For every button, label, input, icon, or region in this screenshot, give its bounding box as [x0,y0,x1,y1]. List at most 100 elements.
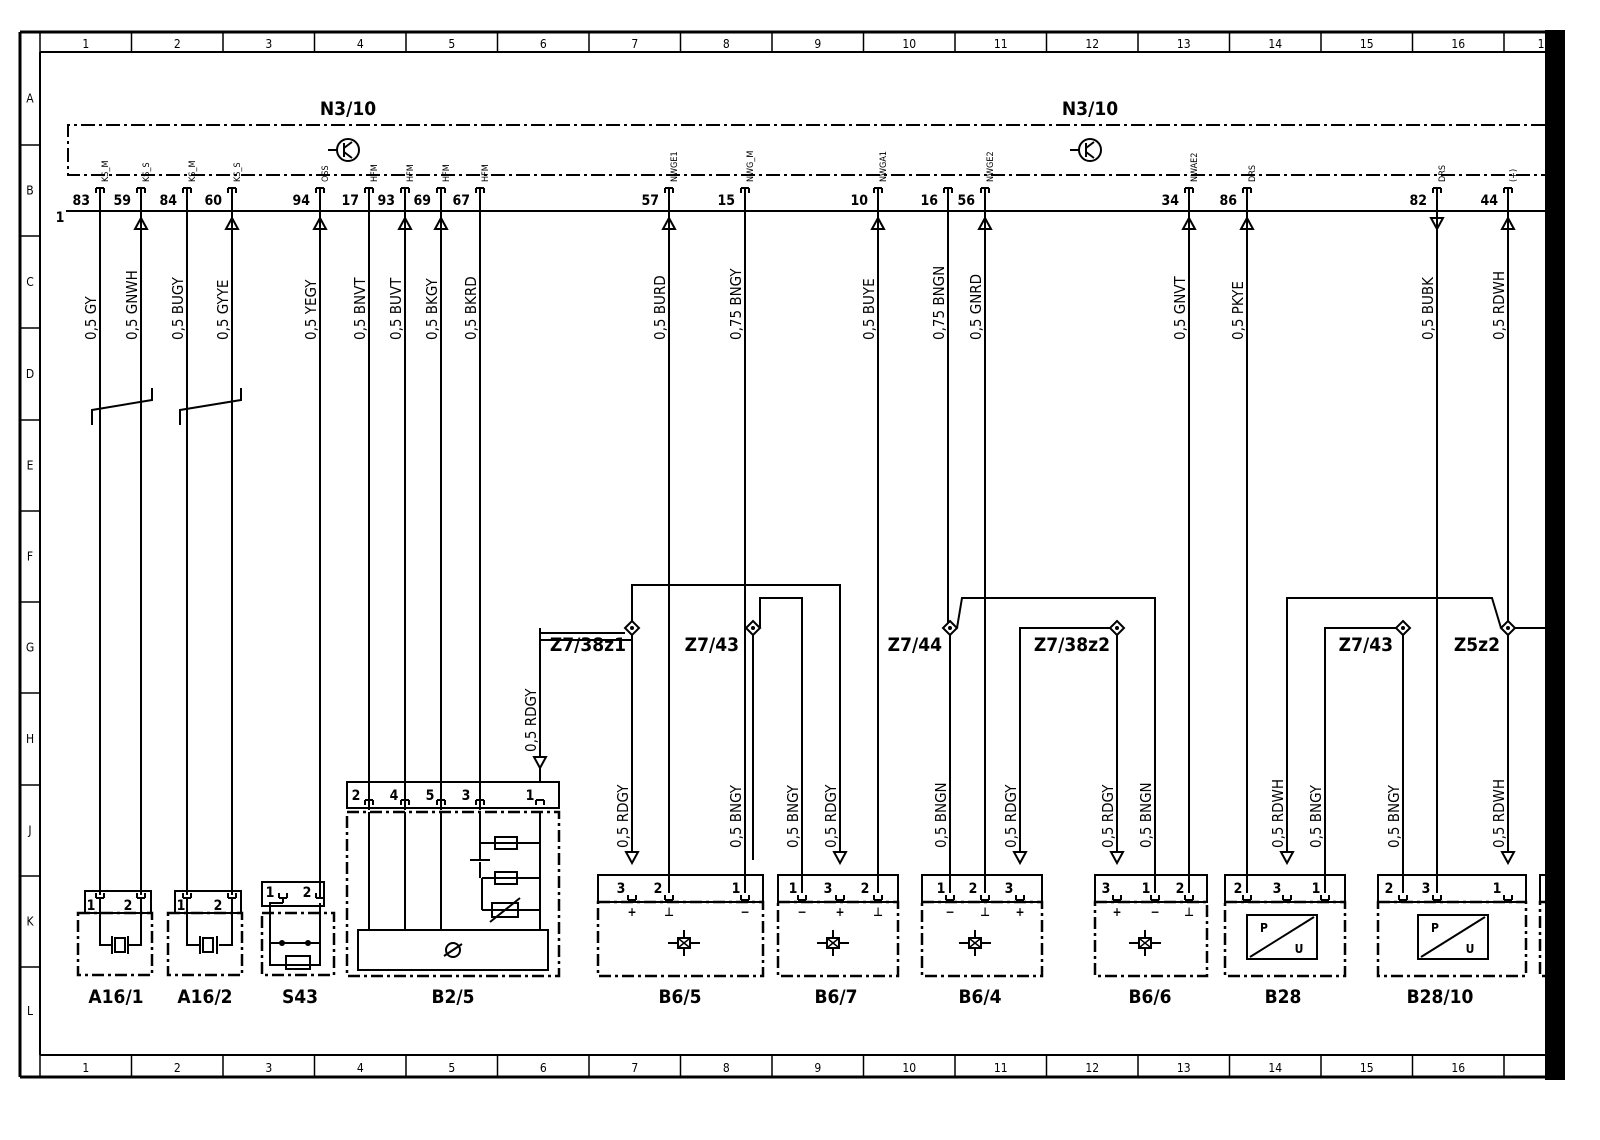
splice-label: Z7/43 [685,634,739,656]
pu-symbol-p: P [1260,921,1268,935]
ecu-pin-signal: OSS [321,165,331,182]
ecu-pin-number: 67 [452,193,470,209]
ecu-pin-number: 59 [113,193,131,209]
ecu-pin-signal: NWGE1 [670,151,680,182]
column-number-top: 3 [265,37,272,51]
wire-label: 0,5 RDGY [614,784,632,848]
polarity-mark: ⊥ [664,905,674,919]
wire-label: 0,5 RDGY [1002,784,1020,848]
ecu-pin-signal: KS_M [188,161,198,183]
polarity-mark: − [945,905,954,919]
polarity-mark: + [627,905,636,919]
polarity-mark: − [1150,905,1159,919]
column-number-top: 1 [82,37,89,51]
component-pin-number: 3 [617,881,626,897]
pu-symbol-u: U [1466,942,1475,956]
pu-symbol-p: P [1431,921,1439,935]
column-number-top: 14 [1268,37,1282,51]
ecu-pin-number: 83 [72,193,90,209]
column-number-bottom: 1 [82,1061,89,1075]
polarity-mark: ⊥ [980,905,990,919]
ecu-pin-signal: KS_S [142,162,152,182]
ecu-label-left: N3/10 [320,98,376,120]
polarity-mark: ⊥ [873,905,883,919]
component-pin-number: 1 [1312,881,1321,897]
ecu-pin-signal: NWAE2 [1190,153,1200,182]
pu-symbol-u: U [1295,942,1304,956]
component-label: B6/7 [814,986,857,1008]
component-pin-number: 3 [1102,881,1111,897]
column-number-top: 16 [1451,37,1465,51]
wire-label: 0,5 GNVT [1171,275,1189,340]
component-B28-10 [1376,874,1528,978]
row-letter: H [26,732,34,746]
wire-label: 0,5 RDWH [1490,271,1508,340]
wire-label: 0,5 BNGN [932,782,950,848]
component-B28 [1223,874,1347,978]
ecu-pin-signal: NWG_M [746,151,756,182]
component-B6-7 [776,874,900,978]
column-number-top: 7 [631,37,638,51]
row-letter: J [27,824,31,838]
component-pin-number: 1 [87,898,96,914]
polarity-mark: ⊥ [1184,905,1194,919]
component-pin-number: 2 [969,881,978,897]
ecu-pin-signal: KS_M [101,161,111,183]
ecu-pin-signal: HFM [442,164,452,182]
column-number-bottom: 16 [1451,1061,1465,1075]
ecu-pin-signal: HFM [406,164,416,182]
component-pin-number: 1 [526,788,535,804]
splice-label: Z7/43 [1339,634,1393,656]
column-number-bottom: 14 [1268,1061,1282,1075]
component-pin-number: 2 [124,898,133,914]
splice-label: Z7/38z1 [550,634,626,656]
component-pin-number: 1 [177,898,186,914]
component-A16-2 [166,890,244,977]
wire-label: 0,5 GYYE [214,280,232,340]
ecu-pin-number: 84 [159,193,177,209]
column-number-bottom: 9 [814,1061,821,1075]
component-pin-number: 4 [390,788,399,804]
row-letter: F [27,550,33,564]
ecu-pin-signal: DRS [1438,165,1448,182]
wire-label: 0,5 BUYE [860,278,878,340]
ecu-pin-number: 17 [341,193,359,209]
component-pin-number: 2 [214,898,223,914]
component-label: B6/5 [658,986,701,1008]
ecu-pin-signal: NWGA1 [879,151,889,182]
ecu-pin-signal: (+) [1509,169,1519,182]
wire-label: 0,5 BNVT [351,277,369,340]
wire-label: 0,5 BUBK [1419,276,1437,340]
component-label: A16/2 [177,986,232,1008]
component-pin-number: 3 [1422,881,1431,897]
column-number-bottom: 13 [1177,1061,1191,1075]
component-pin-number: 3 [1273,881,1282,897]
ecu-pin-signal: DRS [1248,165,1258,182]
component-A16-1 [76,890,154,977]
column-number-bottom: 12 [1085,1061,1099,1075]
wire-label: 0,5 PKYE [1229,281,1247,340]
wire-label: 0,5 RDWH [1269,779,1287,848]
row-letter: L [27,1004,33,1018]
splice-label: Z7/44 [888,634,942,656]
wire-label: 0,5 GY [82,296,100,340]
component-pin-number: 1 [937,881,946,897]
component-pin-number: 2 [352,788,361,804]
component-pin-number: 1 [789,881,798,897]
wire-label: 0,5 BURD [651,275,669,340]
component-pin-number: 2 [1176,881,1185,897]
column-number-bottom: 11 [994,1061,1008,1075]
column-number-top: 10 [902,37,916,51]
wire-label: 0,5 BNGY [727,784,745,848]
component-pin-number: 2 [303,885,312,901]
polarity-mark: − [740,905,749,919]
polarity-mark: − [797,905,806,919]
ecu-pin-number: 69 [413,193,431,209]
column-number-bottom: 2 [174,1061,181,1075]
ecu-pin-signal: HFM [370,164,380,182]
column-number-top: 15 [1360,37,1374,51]
component-S43 [260,881,336,977]
column-number-top: 9 [814,37,821,51]
row-letter: D [26,367,34,381]
